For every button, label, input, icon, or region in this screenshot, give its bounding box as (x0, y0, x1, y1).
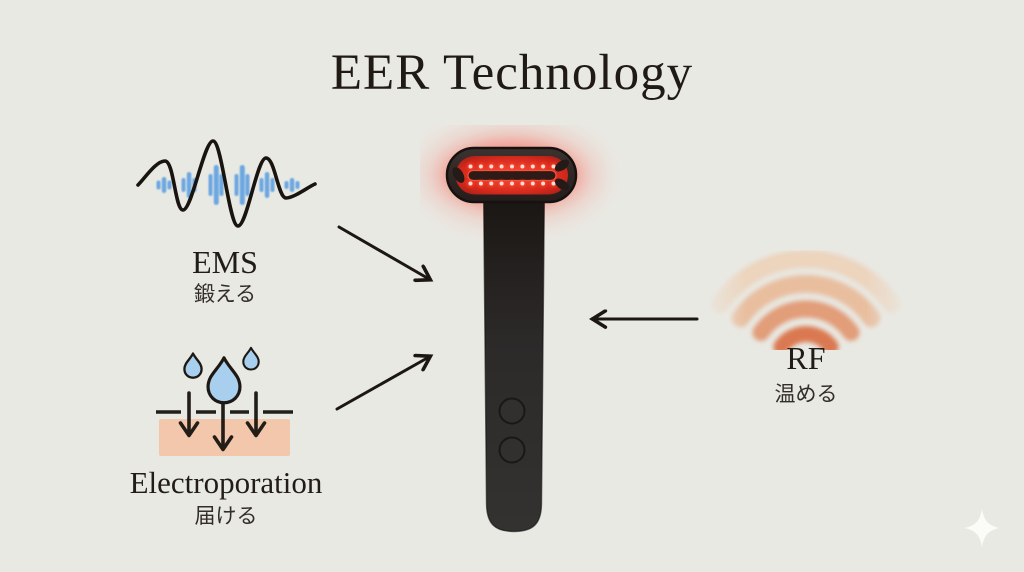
absorption-arrows (178, 391, 267, 452)
device-button-top (498, 397, 526, 425)
ems-label: EMS (192, 244, 258, 280)
device-handle (482, 182, 546, 533)
electroporation-to-device-arrow (335, 357, 429, 411)
electroporation-sublabel-ja: 届ける (194, 505, 258, 528)
led-dots (468, 164, 556, 186)
droplets-absorb-into-skin-icon (156, 346, 293, 456)
rf-heat-arcs (711, 250, 901, 350)
ems-to-device-arrow (337, 225, 429, 279)
head-end-cutouts (452, 159, 570, 191)
device-buttons (498, 397, 526, 464)
rf-sublabel-ja: 温める (774, 383, 838, 406)
device-head (445, 146, 578, 204)
page-title: EER Technology (330, 45, 694, 101)
electroporation-label: Electroporation (129, 465, 323, 500)
water-droplets (183, 346, 260, 405)
rf-label: RF (786, 340, 826, 376)
radio-frequency-heat-waves-icon (711, 250, 901, 350)
facial-wand-device (423, 128, 600, 533)
ems-waveform-path (136, 139, 317, 228)
ems-sublabel-ja: 鍛える (193, 283, 257, 306)
device-button-bottom (498, 436, 526, 464)
ems-pulse-waveform-icon (136, 139, 317, 228)
sparkle-icon (964, 509, 1000, 547)
